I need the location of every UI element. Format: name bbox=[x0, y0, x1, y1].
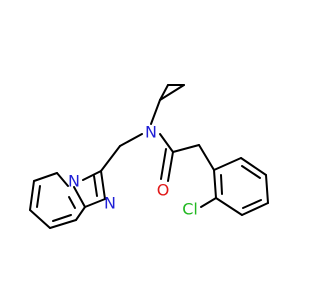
bond-imidazo-inner bbox=[93, 175, 98, 197]
bond-pyridine-6 bbox=[68, 196, 76, 209]
bond-phenyl-2 bbox=[240, 157, 267, 176]
bond-imidazo-2 bbox=[82, 170, 102, 181]
bond-phenyl-inner-1 bbox=[241, 165, 261, 179]
bond-n-ch2 bbox=[119, 133, 143, 147]
bond-ch2-phenyl bbox=[198, 144, 215, 171]
molecule-structure: N O Cl N N bbox=[29, 84, 269, 229]
bond-pyridine-3 bbox=[29, 209, 51, 229]
bond-pyridine-5 bbox=[75, 206, 86, 221]
bond-phenyl-1 bbox=[213, 157, 242, 171]
bond-phenyl-cl bbox=[200, 197, 217, 208]
bond-imidazo-1 bbox=[100, 170, 106, 200]
bond-pyridine-2 bbox=[29, 180, 35, 211]
bond-carbonyl-ch2 bbox=[172, 144, 200, 153]
bond-imidazo-3 bbox=[84, 198, 106, 208]
bond-cyclopropyl-n bbox=[150, 99, 161, 125]
bond-cyclopropyl-right bbox=[159, 84, 185, 101]
bond-ch2-imidazo bbox=[100, 145, 121, 172]
bond-cyclopropyl-left bbox=[159, 84, 169, 101]
bond-pyridine-inner-2 bbox=[52, 214, 72, 222]
bond-phenyl-6 bbox=[213, 169, 217, 199]
bond-imidazo-4 bbox=[73, 186, 86, 208]
atom-n-bridgehead: N bbox=[68, 172, 80, 191]
bond-pyridine-1 bbox=[33, 172, 58, 182]
bond-phenyl-inner-3 bbox=[220, 174, 223, 195]
bond-pyridine-4 bbox=[49, 219, 77, 229]
atom-n-imidazole: N bbox=[104, 194, 116, 213]
bond-pyridine-inner-1 bbox=[36, 185, 41, 208]
bond-imidazo-5 bbox=[56, 172, 69, 187]
bond-co-1 bbox=[167, 151, 174, 182]
bond-phenyl-4 bbox=[241, 202, 269, 216]
bond-phenyl-3 bbox=[265, 174, 269, 204]
atom-o-carbonyl: O bbox=[157, 181, 170, 200]
atom-n-amide: N bbox=[145, 123, 157, 142]
bond-n-carbonyl bbox=[159, 133, 174, 153]
molecule-canvas: N O Cl N N bbox=[29, 84, 269, 229]
bond-phenyl-inner-2 bbox=[242, 199, 262, 209]
bond-co-2 bbox=[160, 148, 167, 180]
bond-phenyl-5 bbox=[215, 197, 243, 216]
atom-cl: Cl bbox=[182, 200, 198, 219]
